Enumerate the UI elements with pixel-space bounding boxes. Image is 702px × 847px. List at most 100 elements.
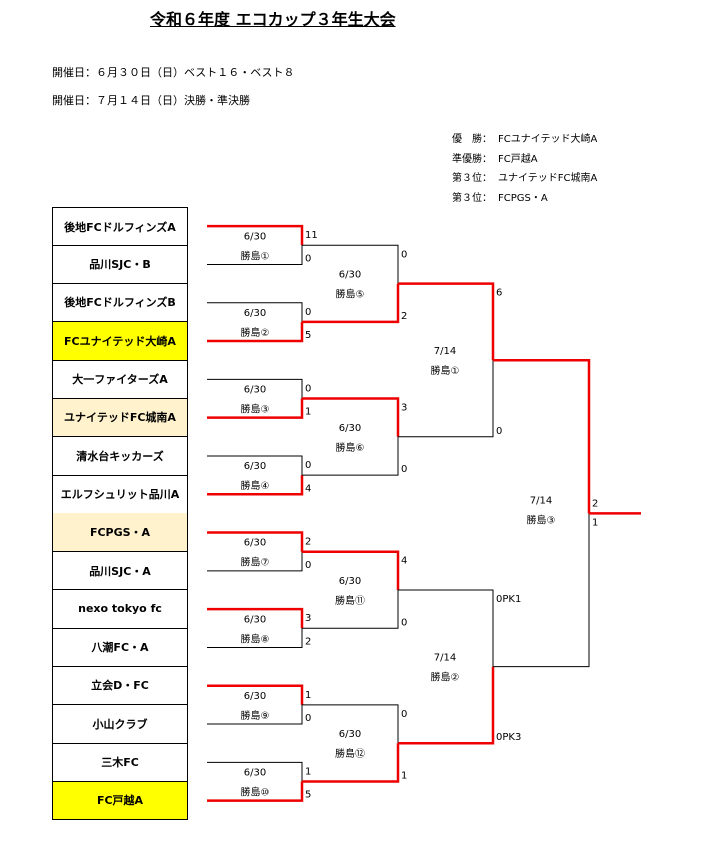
match-venue: 勝島⑪ [335, 594, 365, 607]
match-date: 6/30 [339, 576, 361, 587]
semi-arm-bottom [398, 666, 495, 745]
match-venue: 勝島② [241, 326, 270, 339]
match-venue: 勝島⑦ [241, 556, 270, 569]
result-label: 準優勝： [452, 153, 492, 165]
score-bottom: 5 [305, 790, 311, 801]
team-box: 大一ファイターズA [52, 360, 188, 399]
score-top: 2 [305, 537, 311, 548]
result-label: 第３位： [452, 192, 492, 204]
match-date: 6/30 [244, 308, 266, 319]
round1-arm-bottom [207, 475, 304, 496]
round1-arm-top [207, 455, 303, 476]
date-line-2: 開催日：７月１４日（日）決勝・準決勝 [52, 94, 250, 107]
score-top: 1 [305, 766, 311, 777]
score-top: 0 [305, 460, 311, 471]
score-top: 4 [401, 556, 407, 567]
score-top: 3 [401, 403, 407, 414]
score-bottom: 2 [401, 311, 407, 322]
semi-arm-top [398, 282, 495, 361]
round1-arm-top [207, 761, 303, 782]
result-third-1: 第３位： ユナイテッドFC城南A [452, 169, 597, 189]
semi-arm-top [398, 589, 494, 667]
match-venue: 勝島④ [241, 479, 270, 492]
match-venue: 勝島⑩ [241, 786, 270, 799]
score-top: 0PK1 [496, 594, 521, 605]
match-date: 6/30 [339, 423, 361, 434]
score-top: 2 [592, 498, 598, 509]
round1-arm-bottom [207, 321, 304, 343]
score-top: 0 [305, 383, 311, 394]
results-list: 優 勝： FCユナイテッド大崎A 準優勝： FC戸越A 第３位： ユナイテッドF… [452, 130, 597, 208]
round1-arm-top [207, 378, 303, 399]
date-line-1: 開催日：６月３０日（日）ベスト１６・ベスト８ [52, 66, 295, 79]
match-venue: 勝島⑤ [336, 288, 365, 301]
match-venue: 勝島① [431, 364, 460, 377]
team-box: 後地FCドルフィンズA [52, 207, 188, 247]
match-date: 7/14 [530, 495, 552, 506]
match-date: 7/14 [434, 346, 456, 357]
round1-arm-bottom [207, 398, 304, 419]
round2-arm-bottom [302, 743, 400, 783]
team-box: 立会D・FC [52, 666, 188, 706]
team-box: ユナイテッドFC城南A [52, 398, 188, 438]
match-venue: 勝島① [241, 249, 270, 262]
match-date: 6/30 [244, 385, 266, 396]
round1-arm-bottom [207, 704, 303, 725]
match-date: 6/30 [244, 768, 266, 779]
score-top: 6 [496, 288, 502, 299]
round2-arm-bottom [302, 283, 400, 324]
score-bottom: 2 [305, 636, 311, 647]
score-top: 0 [401, 709, 407, 720]
round1-arm-top [207, 684, 304, 705]
round1-arm-top [207, 302, 303, 322]
round2-arm-top [302, 550, 400, 590]
match-venue: 勝島② [431, 671, 460, 684]
round1-arm-top [207, 224, 304, 246]
result-team: FCPGS・A [498, 192, 548, 204]
match-venue: 勝島③ [241, 403, 270, 416]
result-label: 優 勝： [452, 134, 492, 145]
match-venue: 勝島⑥ [336, 441, 365, 454]
score-top: 1 [305, 690, 311, 701]
round1-arm-top [207, 531, 304, 552]
match-date: 6/30 [244, 614, 266, 625]
score-bottom: 0 [305, 253, 311, 264]
team-box: 清水台キッカーズ [52, 436, 188, 476]
result-runner-up: 準優勝： FC戸越A [452, 150, 597, 170]
round2-arm-bottom [302, 436, 399, 476]
result-team: FCユナイテッド大崎A [498, 134, 598, 145]
match-date: 6/30 [244, 461, 266, 472]
page-title: 令和６年度 エコカップ３年生大会 [150, 10, 396, 29]
semi-arm-bottom [398, 360, 494, 438]
round2-arm-top [302, 244, 399, 284]
team-box: FCユナイテッド大崎A [52, 321, 188, 361]
team-box: 品川SJC・B [52, 245, 188, 285]
score-top: 0 [401, 249, 407, 260]
round2-arm-bottom [302, 590, 399, 629]
team-box: 小山クラブ [52, 704, 188, 744]
round1-arm-bottom [207, 551, 303, 572]
score-bottom: 1 [401, 771, 407, 782]
score-bottom: 0 [401, 464, 407, 475]
match-date: 7/14 [434, 653, 456, 664]
result-team: ユナイテッドFC城南A [498, 173, 598, 184]
score-bottom: 1 [305, 407, 311, 418]
round2-arm-top [302, 704, 399, 744]
team-box: nexo tokyo fc [52, 590, 188, 629]
round1-arm-bottom [207, 781, 304, 802]
round2-arm-top [302, 397, 400, 437]
score-top: 11 [305, 230, 318, 241]
match-date: 6/30 [244, 538, 266, 549]
result-team: FC戸越A [498, 153, 538, 165]
team-box: 八潮FC・A [52, 628, 188, 668]
match-date: 6/30 [339, 270, 361, 281]
score-bottom: 1 [592, 517, 598, 528]
team-box: FC戸越A [52, 781, 188, 821]
match-date: 6/30 [244, 691, 266, 702]
final-arm-top [493, 358, 591, 514]
score-top: 3 [305, 613, 311, 624]
score-bottom: 0 [401, 617, 407, 628]
match-venue: 勝島③ [527, 513, 556, 526]
score-bottom: 5 [305, 330, 311, 341]
result-third-2: 第３位： FCPGS・A [452, 189, 597, 209]
